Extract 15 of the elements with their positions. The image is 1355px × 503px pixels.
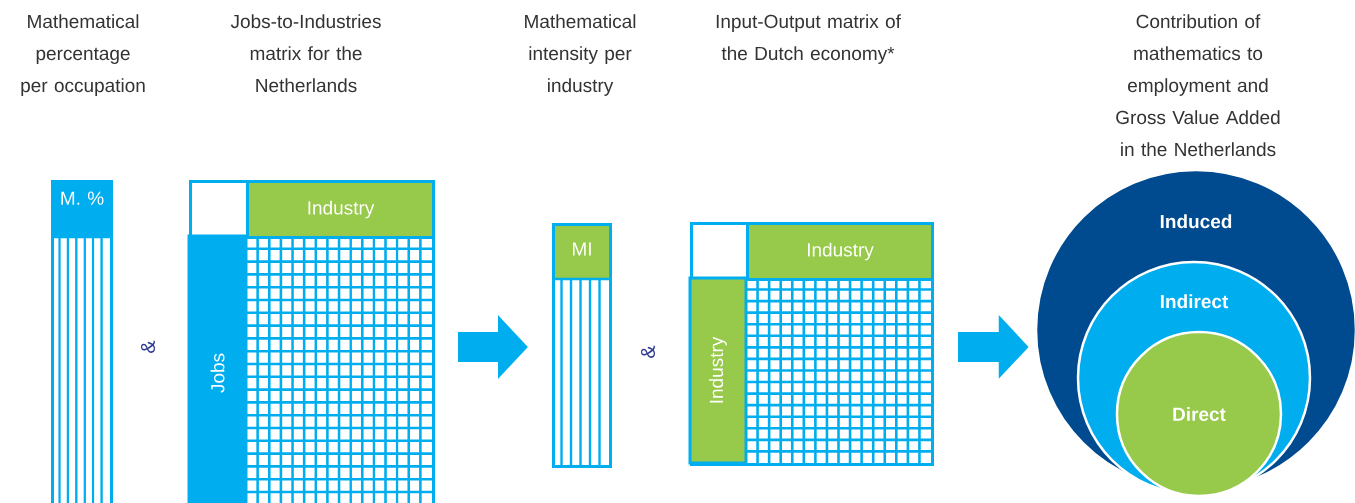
ampersand-sign: & xyxy=(141,340,156,353)
matrix-grid xyxy=(189,180,435,503)
heading-text: Input-Output matrix of the Dutch economy* xyxy=(716,14,901,64)
heading-text: Mathematical intensity per industry xyxy=(525,14,636,96)
heading-text: Mathematical percentage per occupation xyxy=(21,14,145,96)
row-header-band: Jobs xyxy=(187,234,248,503)
heading-text: Contribution of mathematics to employment and Gross Value Added in the Netherlands xyxy=(1116,14,1280,157)
header-cell: Industry xyxy=(246,180,435,239)
ampersand-sign: & xyxy=(641,345,655,358)
heading-text: Jobs-to-Industries matrix for the Netherlands xyxy=(230,14,381,93)
striped-column: M. % xyxy=(51,180,113,503)
striped-column: MI xyxy=(552,223,612,468)
header-cell: Industry xyxy=(746,222,934,281)
row-header-band: Industry xyxy=(688,276,748,465)
matrix-grid xyxy=(690,222,934,466)
